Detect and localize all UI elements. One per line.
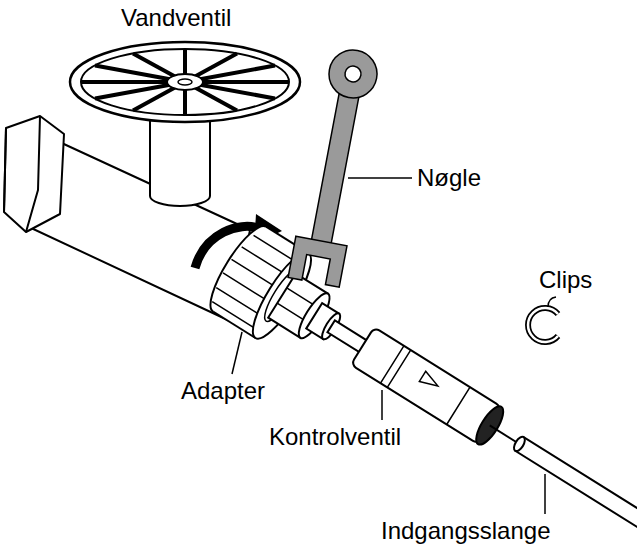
leader-lines-part	[381, 390, 383, 420]
leader-lines-part	[548, 297, 556, 307]
wrench-part	[288, 236, 347, 287]
clip-part	[528, 308, 558, 342]
part-label: Clips	[538, 266, 593, 294]
handwheel	[70, 42, 300, 122]
handwheel-part	[167, 74, 203, 90]
wrench-part	[311, 87, 360, 246]
wrench-part	[325, 46, 381, 102]
valve-body-part	[4, 128, 6, 212]
wrench	[288, 46, 383, 288]
leader-lines-part	[348, 177, 412, 179]
hose-assembly	[201, 219, 637, 551]
part-label: Adapter	[180, 377, 266, 405]
valve-body-part	[4, 116, 64, 232]
valve-body-part	[26, 116, 40, 232]
handwheel-part	[81, 49, 289, 115]
clip	[528, 308, 558, 342]
hose-assembly-part	[419, 371, 441, 391]
leader-lines	[232, 178, 556, 514]
part-label: Indgangsslange	[380, 517, 551, 545]
part-label: Kontrolventil	[268, 423, 402, 451]
wrench-part	[344, 65, 363, 84]
handwheel-part	[70, 42, 300, 122]
hose-assembly-part	[512, 435, 527, 453]
hose-assembly-part	[471, 403, 508, 449]
part-label: Vandventil	[120, 4, 232, 32]
hose-assembly-part	[381, 346, 470, 425]
hose-assembly-part	[490, 425, 520, 444]
leader-lines-part	[544, 474, 546, 514]
handwheel-part	[178, 79, 192, 85]
handwheel-part	[81, 49, 289, 115]
leader-lines-part	[232, 332, 242, 374]
part-label: Nøgle	[416, 164, 482, 192]
clip-part	[528, 308, 558, 342]
valve-body	[4, 90, 250, 322]
